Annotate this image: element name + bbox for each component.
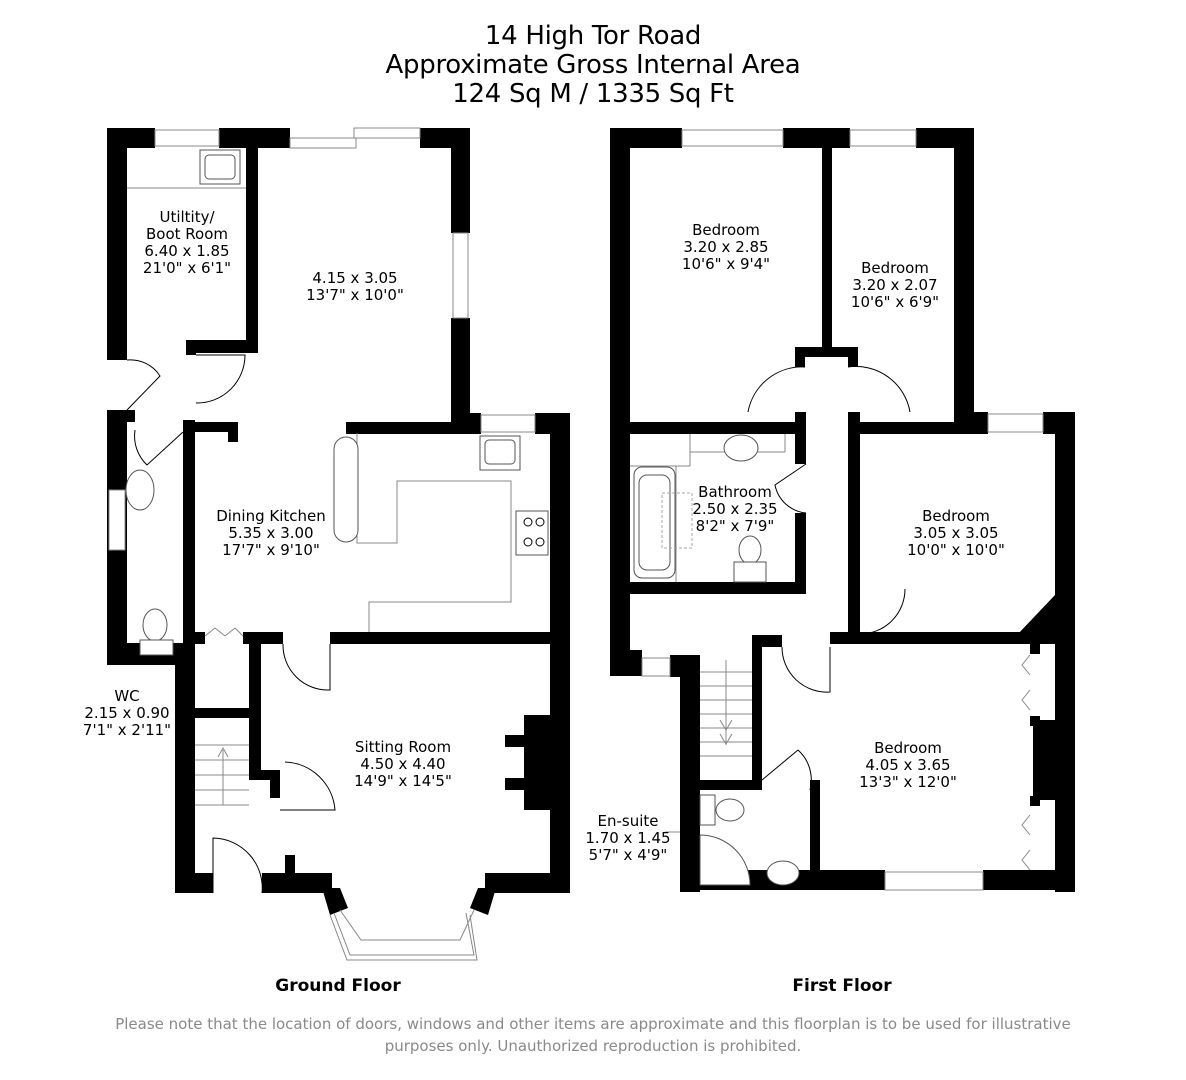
first-floor-label: First Floor: [792, 976, 892, 996]
ground-floor-windows: [108, 127, 536, 961]
room-name: Dining Kitchen: [216, 507, 326, 525]
room-dim-imperial: 5'7" x 4'9": [588, 846, 668, 864]
room-dim-metric: 1.70 x 1.45: [585, 829, 671, 847]
room-dim-imperial: 14'9" x 14'5": [354, 772, 452, 790]
room-dim-metric: 4.50 x 4.40: [360, 755, 446, 773]
room-dim-imperial: 10'6" x 6'9": [850, 293, 940, 311]
area-value: 124 Sq M / 1335 Sq Ft: [452, 79, 734, 109]
room-label-upper-kitchen: 4.15 x 3.05 13'7" x 10'0": [306, 270, 404, 304]
room-label-bedroom-1: Bedroom 3.20 x 2.85 10'6" x 9'4": [682, 222, 770, 273]
room-label-wc: WC 2.15 x 0.90 7'1" x 2'11": [83, 688, 171, 739]
room-dim-metric: 3.20 x 2.85: [683, 238, 769, 256]
first-floor-fixtures: [630, 434, 800, 886]
room-name: Utiltity/: [159, 208, 215, 226]
room-name: Bedroom: [692, 221, 760, 239]
room-dim-imperial: 21'0" x 6'1": [142, 259, 232, 277]
property-address: 14 High Tor Road: [484, 21, 702, 51]
room-dim-metric: 6.40 x 1.85: [144, 242, 230, 260]
first-floor-walls: [610, 128, 1075, 892]
room-label-utility: Utiltity/ Boot Room 6.40 x 1.85 21'0" x …: [143, 209, 231, 277]
room-name-line2: Boot Room: [145, 225, 228, 243]
room-dim-imperial: 8'2" x 7'9": [695, 517, 775, 535]
area-label: Approximate Gross Internal Area: [385, 50, 801, 80]
room-name: Bedroom: [861, 259, 929, 277]
ground-floor-label: Ground Floor: [275, 976, 401, 996]
room-dim-imperial: 10'0" x 10'0": [907, 541, 1005, 559]
room-dim-metric: 3.05 x 3.05: [913, 524, 999, 542]
room-label-bedroom-2: Bedroom 3.20 x 2.07 10'6" x 6'9": [851, 260, 939, 311]
room-label-bathroom: Bathroom 2.50 x 2.35 8'2" x 7'9": [692, 484, 777, 535]
room-dim-imperial: 13'3" x 12'0": [859, 773, 957, 791]
room-dim-imperial: 10'6" x 9'4": [681, 255, 771, 273]
room-label-dining-kitchen: Dining Kitchen 5.35 x 3.00 17'7" x 9'10": [216, 508, 326, 559]
disclaimer-line-2: purposes only. Unauthorized reproduction…: [384, 1037, 802, 1055]
room-name: En-suite: [597, 812, 659, 830]
room-name: Sitting Room: [354, 738, 452, 756]
room-name: Bedroom: [874, 739, 942, 757]
room-name: Bathroom: [698, 483, 772, 501]
disclaimer: Please note that the location of doors, …: [0, 1013, 1186, 1057]
room-dim-metric: 2.15 x 0.90: [84, 704, 170, 722]
plan-header: 14 High Tor Road Approximate Gross Inter…: [0, 22, 1186, 109]
room-name: Bedroom: [922, 507, 990, 525]
room-label-en-suite: En-suite 1.70 x 1.45 5'7" x 4'9": [585, 813, 670, 864]
room-dim-imperial: 13'7" x 10'0": [306, 286, 404, 304]
room-dim-metric: 3.20 x 2.07: [852, 276, 938, 294]
room-dim-imperial: 7'1" x 2'11": [82, 721, 172, 739]
room-label-sitting-room: Sitting Room 4.50 x 4.40 14'9" x 14'5": [354, 739, 452, 790]
ground-floor-doors: [126, 354, 336, 894]
room-dim-metric: 4.15 x 3.05: [312, 269, 398, 287]
ground-floor-fixtures: [125, 149, 549, 806]
room-dim-imperial: 17'7" x 9'10": [222, 541, 320, 559]
disclaimer-line-1: Please note that the location of doors, …: [115, 1015, 1071, 1033]
room-label-bedroom-3: Bedroom 3.05 x 3.05 10'0" x 10'0": [907, 508, 1005, 559]
room-dim-metric: 5.35 x 3.00: [228, 524, 314, 542]
room-name: WC: [114, 687, 140, 705]
room-dim-metric: 2.50 x 2.35: [692, 500, 778, 518]
first-floor-windows: [641, 129, 1044, 891]
first-floor-doors: [747, 365, 1031, 871]
room-dim-metric: 4.05 x 3.65: [865, 756, 951, 774]
room-label-bedroom-4: Bedroom 4.05 x 3.65 13'3" x 12'0": [859, 740, 957, 791]
